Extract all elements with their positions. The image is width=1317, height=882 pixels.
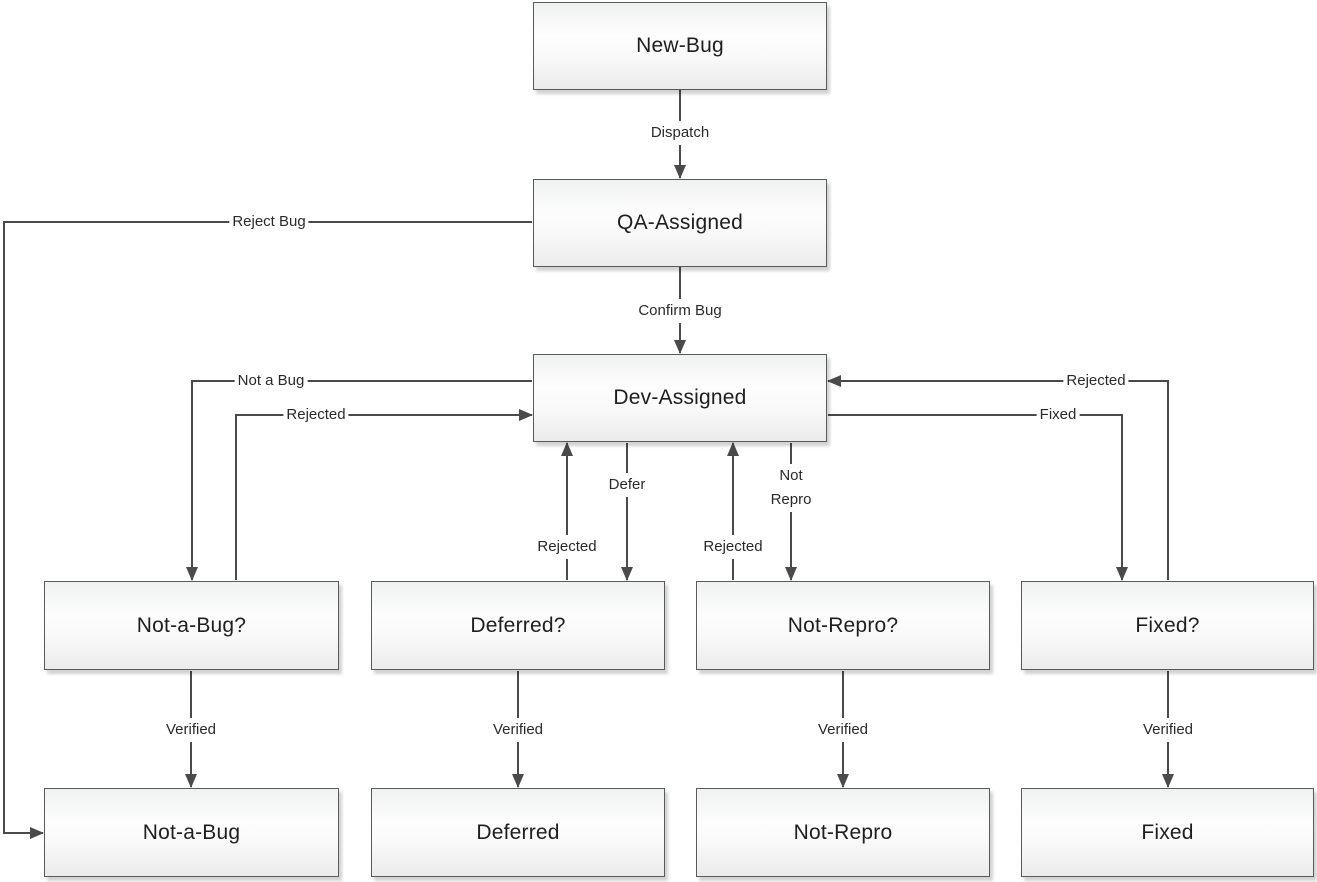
node-fixed-q: Fixed? bbox=[1021, 581, 1314, 670]
node-dev-assigned: Dev-Assigned bbox=[533, 354, 827, 442]
edge-label-fixed-out: Fixed bbox=[1036, 403, 1080, 427]
edge-label-not-repro-out: Not Repro bbox=[767, 464, 815, 512]
node-label: Not-Repro bbox=[793, 820, 893, 844]
node-fixed: Fixed bbox=[1021, 788, 1314, 877]
edge-label-verified-fixed: Verified bbox=[1139, 718, 1197, 742]
node-label: Not-a-Bug bbox=[142, 820, 241, 844]
edge-label-not-repro-rejected: Rejected bbox=[700, 535, 766, 559]
node-not-a-bug: Not-a-Bug bbox=[44, 788, 339, 877]
node-deferred-q: Deferred? bbox=[371, 581, 665, 670]
edge-label-deferred-rejected: Rejected bbox=[534, 535, 600, 559]
node-label: Fixed bbox=[1141, 820, 1194, 844]
edge-label-reject-bug: Reject Bug bbox=[229, 210, 309, 234]
node-not-a-bug-q: Not-a-Bug? bbox=[44, 581, 339, 670]
node-label: Deferred bbox=[476, 820, 560, 844]
edge-label-fixed-rejected: Rejected bbox=[1063, 369, 1129, 393]
edge-label-dispatch: Dispatch bbox=[647, 121, 713, 145]
connector-fixed-rejected bbox=[827, 375, 1169, 580]
node-not-repro-q: Not-Repro? bbox=[696, 581, 990, 670]
connector-fixed-out bbox=[828, 414, 1128, 581]
node-label: Deferred? bbox=[470, 613, 566, 637]
node-label: Not-a-Bug? bbox=[136, 613, 247, 637]
edge-label-verified-not-repro: Verified bbox=[814, 718, 872, 742]
edge-label-verified-deferred: Verified bbox=[489, 718, 547, 742]
connector-reject-bug bbox=[3, 221, 532, 839]
connector-not-a-bug-rejected bbox=[235, 409, 533, 580]
edge-label-verified-not-a-bug: Verified bbox=[162, 718, 220, 742]
edge-label-not-a-bug-rejected: Rejected bbox=[283, 403, 349, 427]
node-deferred: Deferred bbox=[371, 788, 665, 877]
node-label: Dev-Assigned bbox=[613, 386, 747, 409]
node-qa-assigned: QA-Assigned bbox=[533, 179, 827, 267]
connector-not-a-bug-out bbox=[186, 380, 532, 581]
edge-label-confirm-bug: Confirm Bug bbox=[635, 299, 725, 323]
node-new-bug: New-Bug bbox=[533, 2, 827, 90]
node-label: New-Bug bbox=[636, 34, 724, 57]
node-label: Not-Repro? bbox=[787, 613, 899, 637]
edge-label-defer: Defer bbox=[605, 473, 649, 497]
node-label: Fixed? bbox=[1135, 613, 1200, 637]
node-label: QA-Assigned bbox=[617, 211, 743, 234]
node-not-repro: Not-Repro bbox=[696, 788, 990, 877]
edge-label-not-a-bug-out: Not a Bug bbox=[234, 369, 308, 393]
